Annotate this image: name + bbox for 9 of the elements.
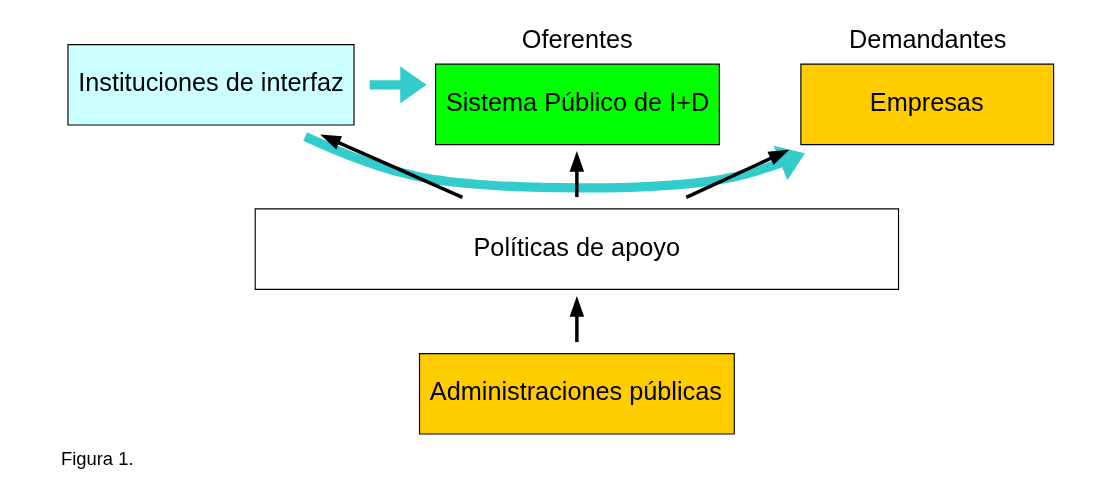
arrow — [569, 295, 584, 342]
arrow — [319, 133, 463, 199]
node-label: Oferentes — [521, 24, 633, 53]
caption: Figura 1. — [60, 447, 134, 469]
arrow — [685, 149, 789, 199]
arrow — [569, 150, 584, 197]
arrow — [369, 65, 427, 103]
arrow — [302, 131, 805, 193]
node-label: Demandantes — [848, 24, 1006, 53]
